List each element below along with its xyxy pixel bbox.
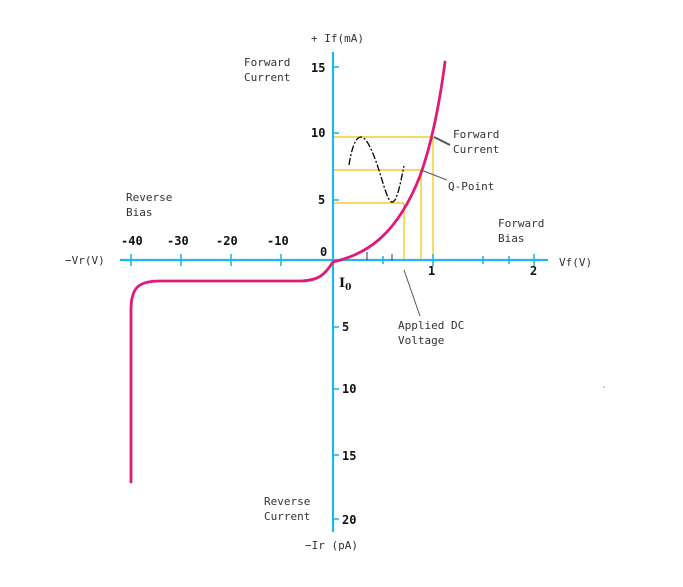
applied-dc-label-2: Voltage bbox=[398, 334, 444, 347]
forward-current-curve-label-2: Current bbox=[453, 143, 499, 156]
y-axis-negative-label: −Ir (pA) bbox=[305, 539, 358, 552]
origin-label: 0 bbox=[320, 245, 327, 259]
leader-applied-dc bbox=[403, 269, 421, 317]
axis-ticks bbox=[130, 66, 535, 520]
leader-lines bbox=[403, 136, 451, 317]
x-axis-negative-label: −Vr(V) bbox=[65, 254, 105, 267]
y-tick-label-10: 10 bbox=[311, 126, 325, 140]
x-axis-positive-label: Vf(V) bbox=[559, 256, 592, 269]
y-axis-positive-label: + If(mA) bbox=[311, 32, 364, 45]
iv-curve bbox=[129, 60, 447, 484]
ac-sine-wave bbox=[348, 136, 405, 203]
stray-dot bbox=[603, 386, 605, 388]
reverse-current-label-1: Reverse bbox=[264, 495, 310, 508]
y-tick-label-5: 5 bbox=[318, 193, 325, 207]
y-tick-label-15: 15 bbox=[311, 61, 325, 75]
reverse-bias-label-2: Bias bbox=[126, 206, 153, 219]
y-tick-label-neg5: 5 bbox=[342, 320, 349, 334]
fine-ticks bbox=[366, 252, 393, 260]
y-tick-label-neg10: 10 bbox=[342, 382, 356, 396]
forward-current-top-label-1: Forward bbox=[244, 56, 290, 69]
y-tick-label-neg15: 15 bbox=[342, 449, 356, 463]
forward-current-curve-label-1: Forward bbox=[453, 128, 499, 141]
x-tick-label-1: 1 bbox=[428, 264, 435, 278]
io-main: I bbox=[339, 276, 345, 291]
q-point-guides bbox=[333, 136, 434, 260]
forward-bias-label-2: Bias bbox=[498, 232, 525, 245]
applied-dc-label-1: Applied DC bbox=[398, 319, 464, 332]
forward-bias-label-1: Forward bbox=[498, 217, 544, 230]
reverse-current-label-2: Current bbox=[264, 510, 310, 523]
leader-q-point bbox=[420, 169, 448, 181]
io-subscript: 0 bbox=[345, 283, 351, 293]
x-tick-label-neg10: -10 bbox=[267, 234, 289, 248]
forward-current-top-label-2: Current bbox=[244, 71, 290, 84]
reverse-bias-label-1: Reverse bbox=[126, 191, 172, 204]
leader-forward-current bbox=[433, 136, 451, 146]
y-tick-label-neg20: 20 bbox=[342, 513, 356, 527]
io-label: I0 bbox=[339, 276, 351, 293]
axes bbox=[120, 52, 548, 532]
x-tick-label-neg30: -30 bbox=[167, 234, 189, 248]
x-tick-label-neg40: -40 bbox=[121, 234, 143, 248]
x-tick-label-neg20: -20 bbox=[216, 234, 238, 248]
x-tick-label-2: 2 bbox=[530, 264, 537, 278]
q-point-label: Q-Point bbox=[448, 180, 494, 193]
